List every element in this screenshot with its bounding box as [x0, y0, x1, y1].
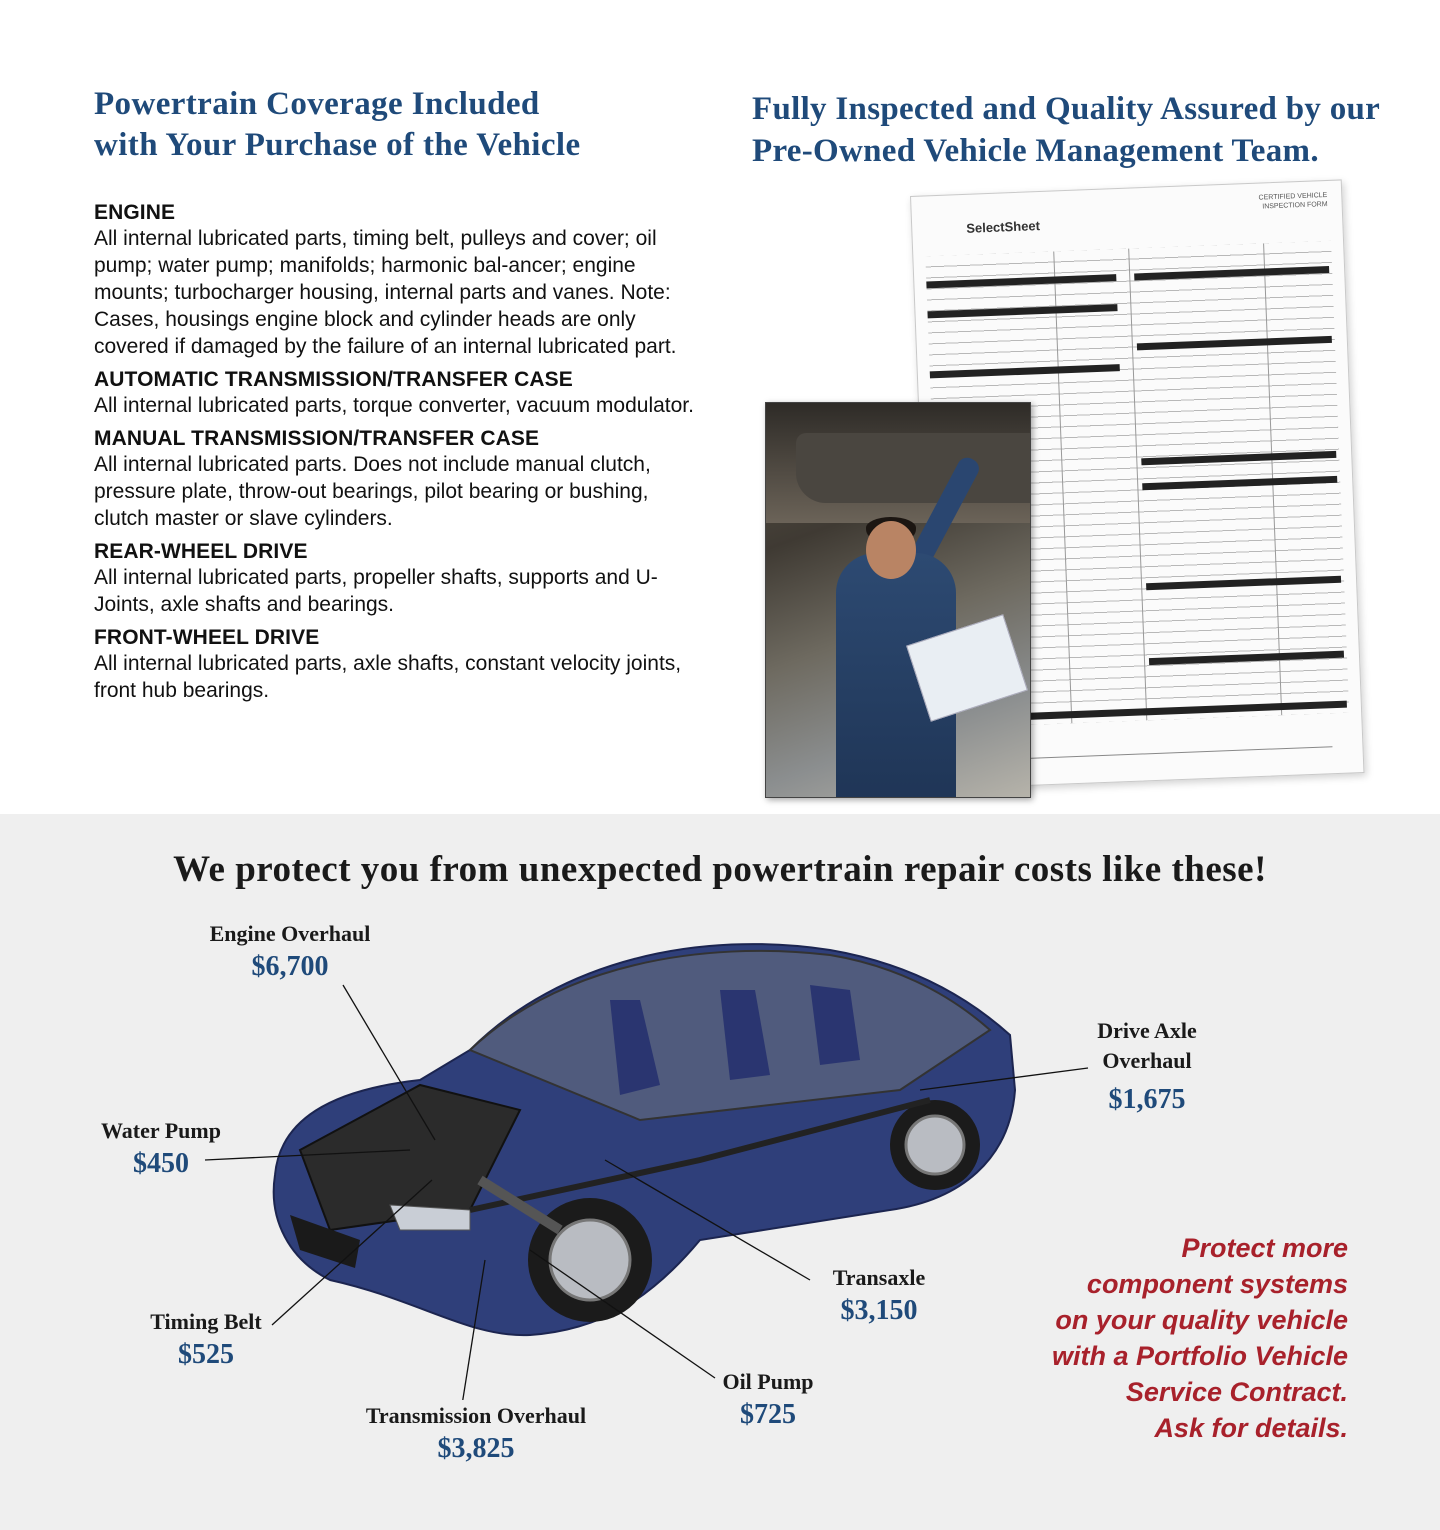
- cost-name: Water Pump: [101, 1118, 221, 1143]
- coverage-text: All internal lubricated parts. Does not …: [94, 453, 651, 530]
- coverage-title-line1: Powertrain Coverage Included: [94, 86, 540, 122]
- coverage-section-front-wheel-drive: FRONT-WHEEL DRIVE All internal lubricate…: [94, 626, 694, 704]
- promo-line: Ask for details.: [1154, 1413, 1348, 1443]
- leader-line-timing-belt: [271, 1179, 433, 1326]
- cost-price: $450: [133, 1148, 189, 1179]
- cost-price: $3,825: [437, 1433, 515, 1464]
- coverage-heading: ENGINE: [94, 201, 176, 224]
- cost-name: Timing Belt: [150, 1309, 262, 1334]
- cost-name-line1: Drive Axle: [1097, 1018, 1197, 1043]
- cost-price: $725: [740, 1399, 796, 1430]
- coverage-heading: MANUAL TRANSMISSION/TRANSFER CASE: [94, 427, 540, 450]
- cost-name-line2: Overhaul: [1102, 1048, 1192, 1073]
- car-grille: [290, 1215, 360, 1268]
- cost-price: $6,700: [251, 951, 329, 982]
- protect-headline: We protect you from unexpected powertrai…: [173, 849, 1267, 890]
- cost-price: $525: [178, 1339, 234, 1370]
- cost-transaxle: Transaxle $3,150: [810, 1264, 948, 1330]
- coverage-title-line2: with Your Purchase of the Vehicle: [94, 127, 581, 163]
- promo-line: with a Portfolio Vehicle: [1051, 1341, 1348, 1371]
- cost-price: $3,150: [840, 1295, 918, 1326]
- inspection-title-line2: Pre-Owned Vehicle Management Team.: [752, 133, 1319, 169]
- leader-line-drive-axle: [919, 1067, 1089, 1091]
- cost-engine-overhaul: Engine Overhaul $6,700: [190, 920, 390, 986]
- cost-oil-pump: Oil Pump $725: [700, 1368, 836, 1434]
- coverage-title: Powertrain Coverage Included with Your P…: [94, 84, 694, 166]
- coverage-section-rear-wheel-drive: REAR-WHEEL DRIVE All internal lubricated…: [94, 540, 694, 618]
- cost-drive-axle-overhaul: Drive Axle Overhaul $1,675: [1070, 1017, 1224, 1119]
- promo-line: Service Contract.: [1125, 1377, 1348, 1407]
- cost-transmission-overhaul: Transmission Overhaul $3,825: [340, 1402, 612, 1468]
- promo-line: on your quality vehicle: [1055, 1305, 1348, 1335]
- coverage-text: All internal lubricated parts, timing be…: [94, 227, 677, 358]
- cost-water-pump: Water Pump $450: [80, 1117, 242, 1183]
- leader-line-engine-overhaul: [342, 984, 436, 1141]
- car-front-rim: [548, 1218, 632, 1302]
- coverage-heading: REAR-WHEEL DRIVE: [94, 540, 308, 563]
- leader-line-water-pump: [204, 1149, 411, 1161]
- cost-name: Transaxle: [832, 1265, 926, 1290]
- leader-lines: [204, 984, 1089, 1400]
- photo-car-underside: [796, 433, 1030, 503]
- leader-line-transaxle: [604, 1159, 811, 1281]
- car-frame: [469, 1097, 931, 1213]
- leader-line-oil-pump: [529, 1249, 716, 1379]
- car-headlight: [389, 1204, 471, 1231]
- car-rear-rim: [904, 1114, 966, 1176]
- coverage-heading: FRONT-WHEEL DRIVE: [94, 626, 320, 649]
- cost-timing-belt: Timing Belt $525: [130, 1308, 282, 1374]
- form-logo: SelectSheet: [965, 218, 1041, 236]
- leader-line-transmission-overhaul: [462, 1259, 486, 1400]
- coverage-section-manual-transmission: MANUAL TRANSMISSION/TRANSFER CASE All in…: [94, 427, 694, 532]
- cost-price: $1,675: [1108, 1084, 1186, 1115]
- car-engine-bay: [298, 1083, 522, 1232]
- coverage-section-automatic-transmission: AUTOMATIC TRANSMISSION/TRANSFER CASE All…: [94, 368, 694, 419]
- inspection-title: Fully Inspected and Quality Assured by o…: [752, 88, 1432, 172]
- car-cutaway-illustration: [204, 943, 1089, 1400]
- form-title: CERTIFIED VEHICLE INSPECTION FORM: [1258, 191, 1328, 211]
- coverage-section-engine: ENGINE All internal lubricated parts, ti…: [94, 201, 694, 360]
- car-seat: [810, 985, 860, 1065]
- inspection-title-line1: Fully Inspected and Quality Assured by o…: [752, 91, 1381, 127]
- coverage-heading: AUTOMATIC TRANSMISSION/TRANSFER CASE: [94, 368, 573, 391]
- promo-line: Protect more: [1181, 1233, 1348, 1263]
- cost-name: Engine Overhaul: [209, 921, 371, 946]
- promo-line: component systems: [1086, 1269, 1348, 1299]
- mechanic-photo: [765, 402, 1031, 798]
- form-signature-line: [1012, 746, 1333, 760]
- cost-name: Transmission Overhaul: [365, 1403, 587, 1428]
- coverage-list: ENGINE All internal lubricated parts, ti…: [94, 201, 694, 712]
- car-seat: [610, 1000, 660, 1095]
- car-drivetrain: [477, 1175, 563, 1235]
- coverage-text: All internal lubricated parts, axle shaf…: [94, 652, 682, 702]
- coverage-text: All internal lubricated parts, torque co…: [94, 394, 694, 417]
- coverage-text: All internal lubricated parts, propeller…: [94, 566, 658, 616]
- cost-name: Oil Pump: [722, 1369, 814, 1394]
- service-contract-promo: Protect more component systems on your q…: [908, 1230, 1348, 1446]
- photo-mechanic-head: [866, 521, 916, 579]
- car-seat: [720, 990, 770, 1080]
